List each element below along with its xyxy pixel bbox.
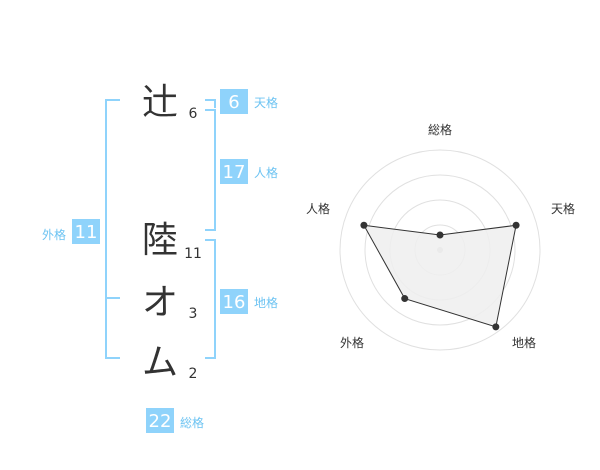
gaikaku-badge-box (72, 219, 100, 244)
gaikaku-label: 外格 (42, 227, 66, 242)
radar-points (360, 221, 520, 331)
surname-char-1: 辻 (142, 82, 178, 123)
given-char-2-strokes: 3 (189, 306, 198, 322)
given-char-2: オ (142, 282, 178, 323)
radar-point-chikaku (492, 323, 500, 331)
radar-point-gaikaku (401, 295, 409, 303)
soukaku-badge: 22 総格 (146, 408, 204, 433)
tenkaku-value: 6 (228, 92, 239, 113)
jinkaku-badge-box (220, 159, 248, 184)
chikaku-bracket (205, 239, 216, 359)
radar-point-tenkaku (512, 221, 520, 229)
soukaku-label: 総格 (180, 415, 204, 430)
radar-label-gaikaku: 外格 (340, 335, 364, 350)
radar-grid-ring (364, 174, 516, 326)
radar-chart: 総格 天格 地格 外格 人格 (306, 122, 575, 351)
chikaku-badge-box (220, 289, 248, 314)
radar-label-jinkaku: 人格 (306, 201, 330, 216)
jinkaku-label: 人格 (254, 165, 278, 180)
given-char-1: 陸 (142, 220, 178, 261)
radar-labels: 総格 天格 地格 外格 人格 (306, 122, 575, 350)
soukaku-badge-box (146, 408, 174, 433)
jinkaku-badge: 17 人格 (220, 159, 278, 184)
gaikaku-bracket (105, 99, 120, 359)
radar-label-chikaku: 地格 (512, 335, 536, 350)
radar-label-soukaku: 総格 (428, 122, 452, 137)
name-characters: 辻 6 陸 11 オ 3 ム 2 (142, 82, 202, 383)
radar-label-tenkaku: 天格 (551, 201, 575, 216)
tenkaku-badge-box (220, 89, 248, 114)
radar-point-jinkaku (360, 221, 368, 229)
tenkaku-bracket (205, 99, 216, 108)
chikaku-badge: 16 地格 (220, 289, 278, 314)
gaikaku-value: 11 (75, 222, 98, 243)
surname-char-1-strokes: 6 (189, 106, 198, 122)
tenkaku-label: 天格 (254, 95, 278, 110)
radar-polygon (362, 224, 517, 328)
given-char-3: ム (142, 342, 178, 383)
chikaku-label: 地格 (254, 295, 278, 310)
given-char-1-strokes: 11 (184, 246, 202, 262)
jinkaku-value: 17 (223, 162, 246, 183)
jinkaku-bracket (205, 109, 216, 231)
gaikaku-badge: 11 外格 (42, 219, 100, 244)
radar-area (362, 224, 517, 328)
brackets (105, 99, 216, 359)
tenkaku-badge: 6 天格 (220, 89, 278, 114)
soukaku-value: 22 (149, 411, 172, 432)
radar-grid-ring (339, 149, 541, 351)
chikaku-value: 16 (223, 292, 246, 313)
radar-point-soukaku (436, 231, 444, 239)
given-char-3-strokes: 2 (189, 366, 198, 382)
